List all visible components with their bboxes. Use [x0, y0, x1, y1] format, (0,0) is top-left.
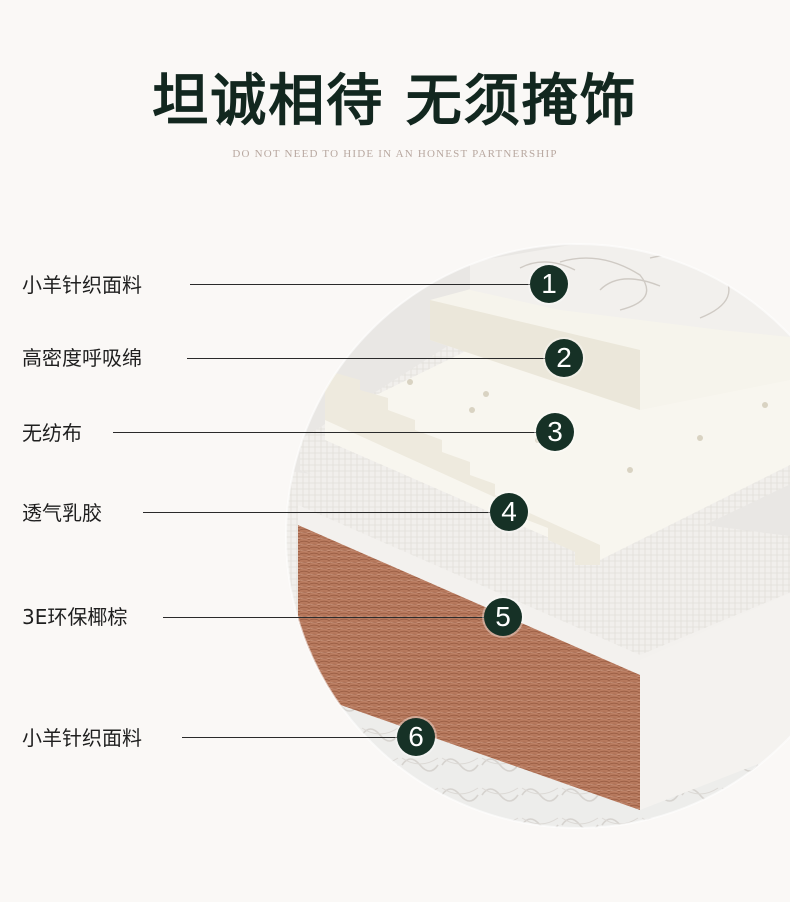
- layer-badge-2: 2: [545, 339, 583, 377]
- leader-line-4: [143, 512, 490, 513]
- layer-label-2: 高密度呼吸绵: [22, 346, 142, 370]
- layer-label-3: 无纺布: [22, 421, 82, 445]
- leader-line-3: [113, 432, 536, 433]
- layer-label-1: 小羊针织面料: [22, 273, 142, 297]
- layer-badge-3: 3: [536, 413, 574, 451]
- layer-label-4: 透气乳胶: [22, 501, 102, 525]
- page-subtitle: DO NOT NEED TO HIDE IN AN HONEST PARTNER…: [232, 148, 558, 160]
- layer-label-5: 3E环保椰棕: [22, 605, 128, 629]
- layer-label-6: 小羊针织面料: [22, 726, 142, 750]
- layer-badge-6: 6: [397, 718, 435, 756]
- page-title: 坦诚相待 无须掩饰: [152, 69, 638, 134]
- leader-line-6: [182, 737, 397, 738]
- leader-line-5: [163, 617, 484, 618]
- layer-badge-4: 4: [490, 493, 528, 531]
- leader-line-2: [187, 358, 545, 359]
- layer-badge-1: 1: [530, 265, 568, 303]
- leader-line-1: [190, 284, 530, 285]
- layer-badge-5: 5: [484, 598, 522, 636]
